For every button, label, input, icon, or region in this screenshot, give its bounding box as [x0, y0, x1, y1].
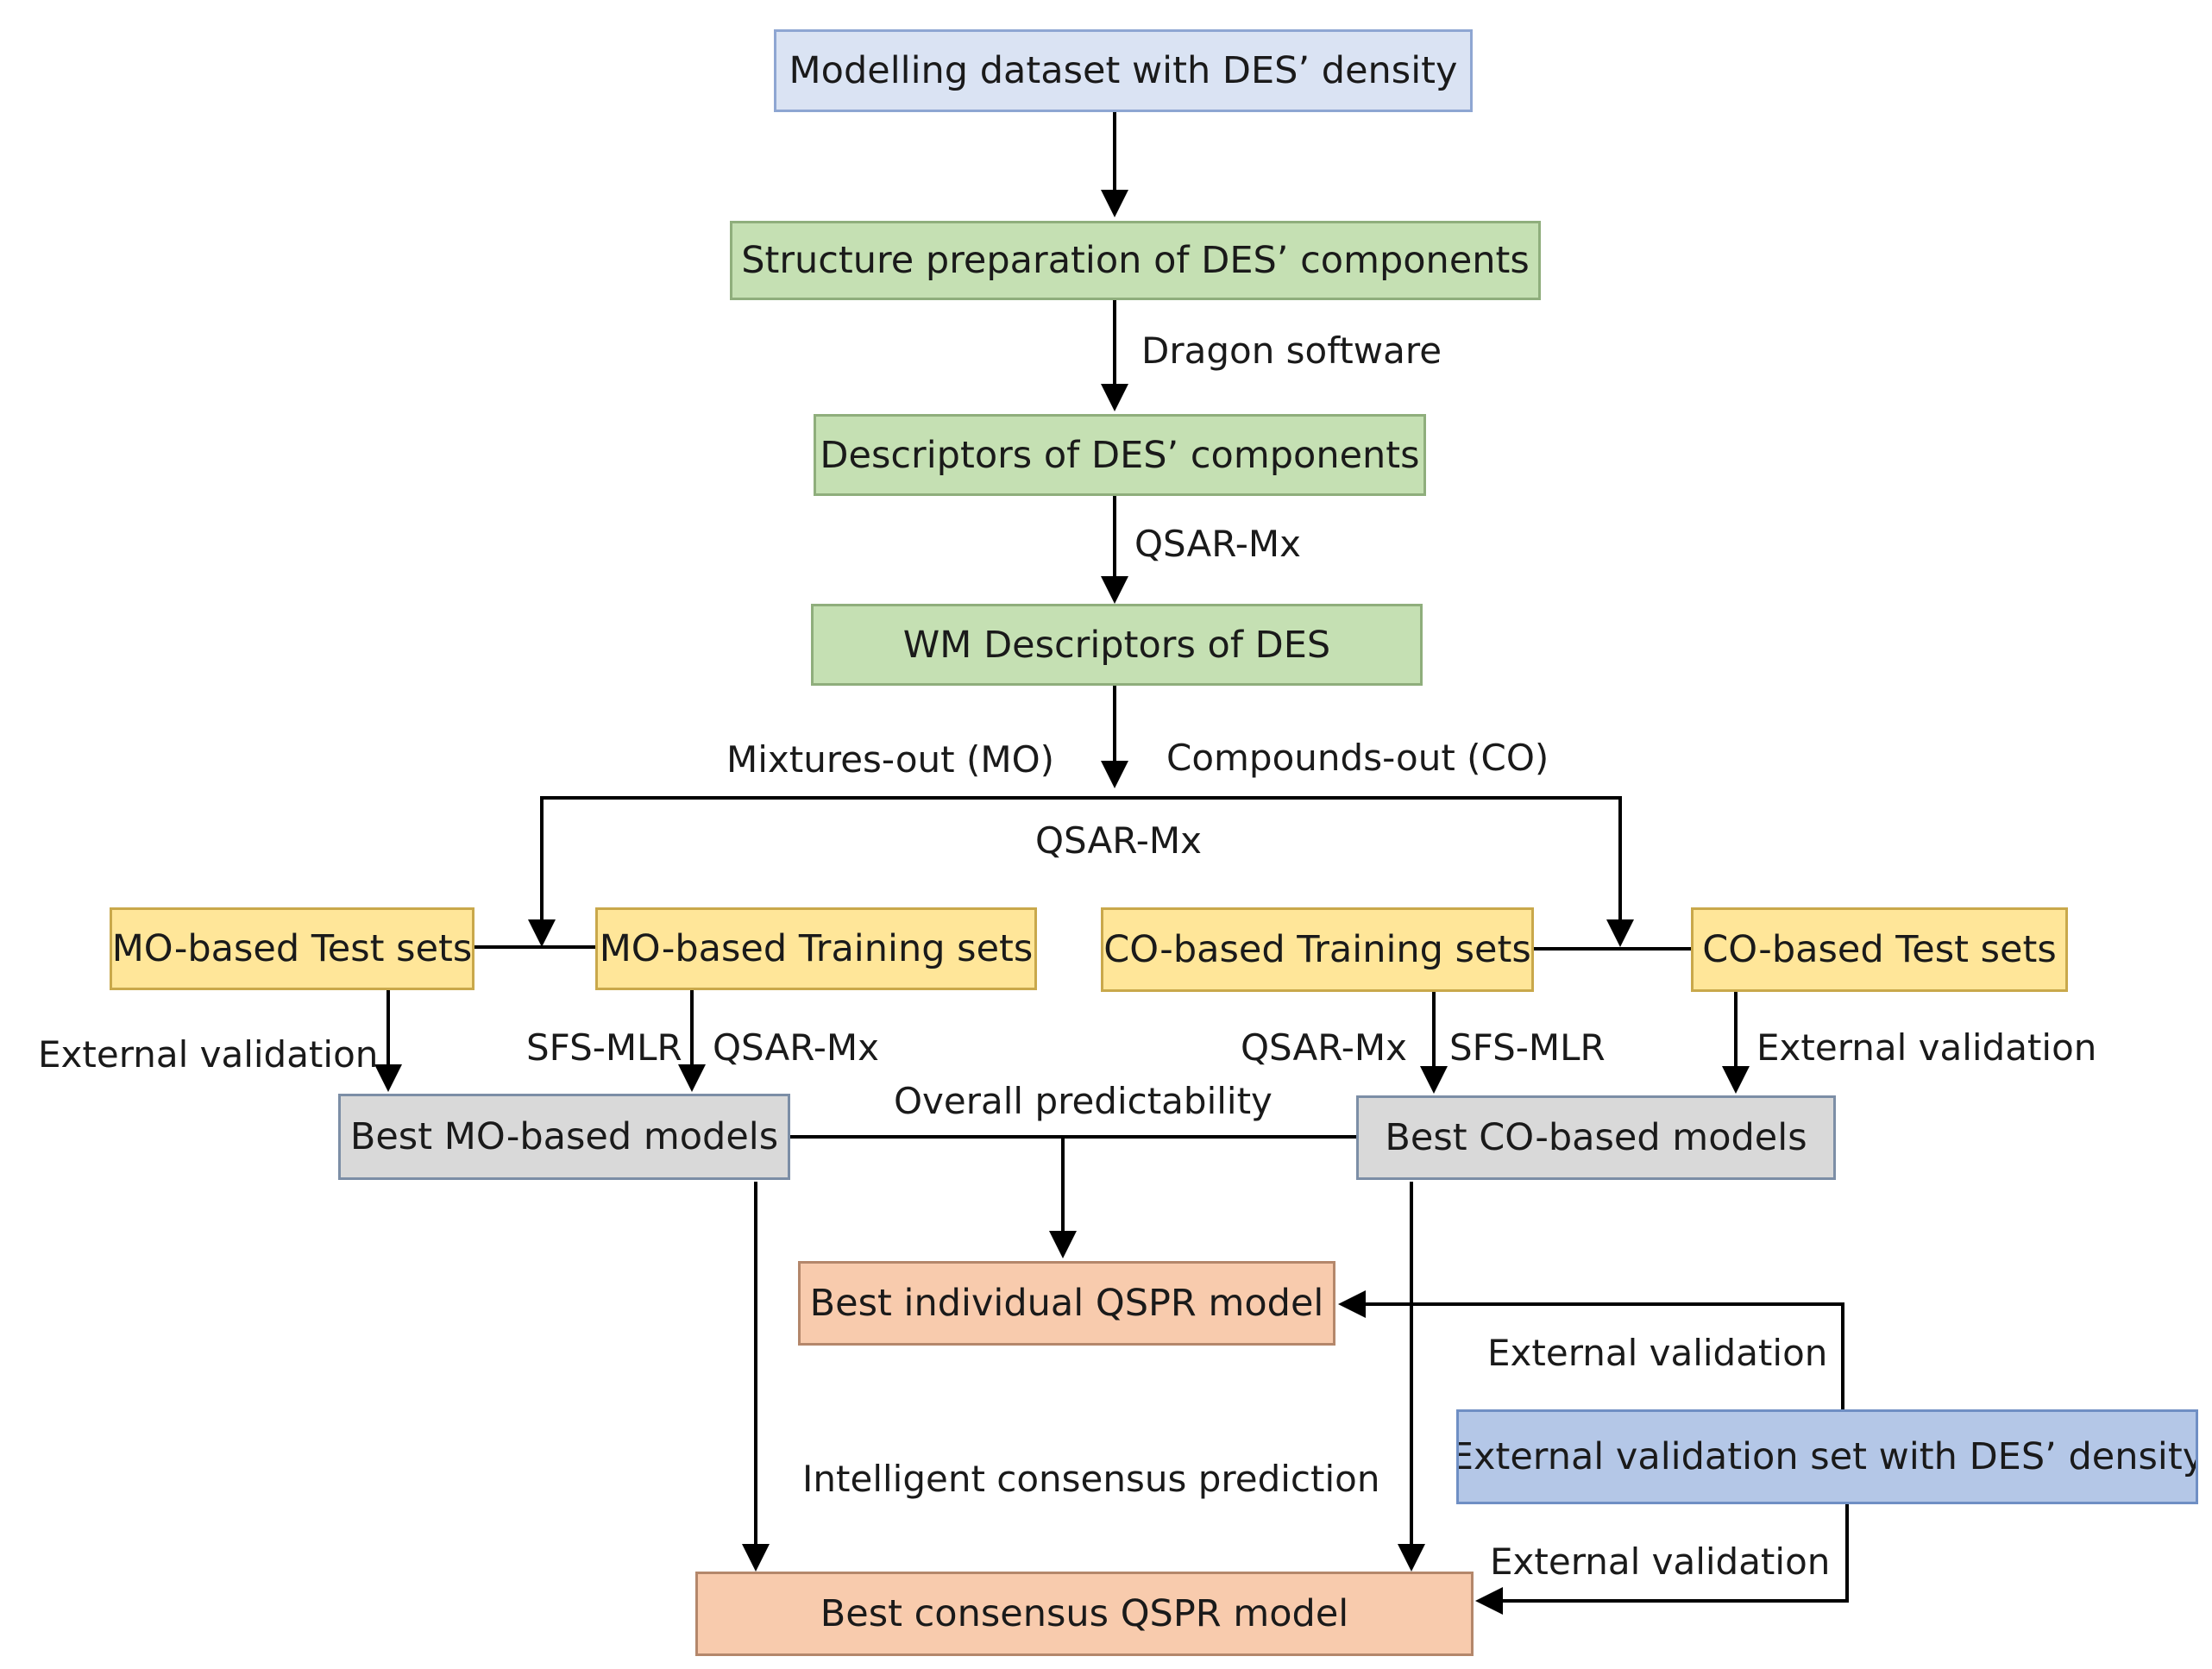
label-sfs-mlr-co: SFS-MLR — [1449, 1026, 1606, 1069]
label-mixtures-out: Mixtures-out (MO) — [726, 738, 1055, 781]
label-external-validation-co: External validation — [1756, 1026, 2097, 1069]
label-qsar-mx-1: QSAR-Mx — [1134, 523, 1301, 565]
label-qsar-mx-mo: QSAR-Mx — [713, 1026, 879, 1069]
modelling-dataset-box: Modelling dataset with DES’ density — [774, 29, 1473, 112]
mo-training-sets-box: MO-based Training sets — [595, 907, 1037, 990]
label-dragon-software: Dragon software — [1141, 329, 1442, 372]
co-test-sets-box: CO-based Test sets — [1691, 907, 2068, 992]
best-consensus-qspr-box: Best consensus QSPR model — [695, 1572, 1474, 1656]
label-external-validation-consensus: External validation — [1490, 1540, 1831, 1583]
mo-test-sets-box: MO-based Test sets — [110, 907, 474, 990]
wm-descriptors-box: WM Descriptors of DES — [811, 604, 1423, 686]
arrow-extset-to-consensus — [1475, 1503, 1849, 1615]
label-overall-predictability: Overall predictability — [894, 1080, 1273, 1122]
label-intelligent-consensus: Intelligent consensus prediction — [802, 1458, 1380, 1500]
label-external-validation-mo: External validation — [38, 1033, 379, 1076]
label-sfs-mlr-mo: SFS-MLR — [526, 1026, 682, 1069]
label-qsar-mx-2: QSAR-Mx — [1035, 819, 1202, 862]
best-co-models-box: Best CO-based models — [1356, 1095, 1836, 1180]
arrow-extset-to-individual — [1338, 1290, 1844, 1409]
label-external-validation-individual: External validation — [1487, 1332, 1828, 1374]
best-individual-qspr-box: Best individual QSPR model — [798, 1261, 1335, 1346]
label-compounds-out: Compounds-out (CO) — [1166, 737, 1549, 779]
label-qsar-mx-co: QSAR-Mx — [1241, 1026, 1407, 1069]
arrow-split-left — [528, 796, 1115, 947]
structure-preparation-box: Structure preparation of DES’ components — [730, 221, 1541, 300]
arrow-split-right — [1115, 796, 1634, 947]
descriptors-components-box: Descriptors of DES’ components — [814, 414, 1426, 496]
best-mo-models-box: Best MO-based models — [338, 1094, 790, 1180]
external-validation-set-box: External validation set with DES’ densit… — [1456, 1409, 2198, 1504]
co-training-sets-box: CO-based Training sets — [1101, 907, 1534, 992]
